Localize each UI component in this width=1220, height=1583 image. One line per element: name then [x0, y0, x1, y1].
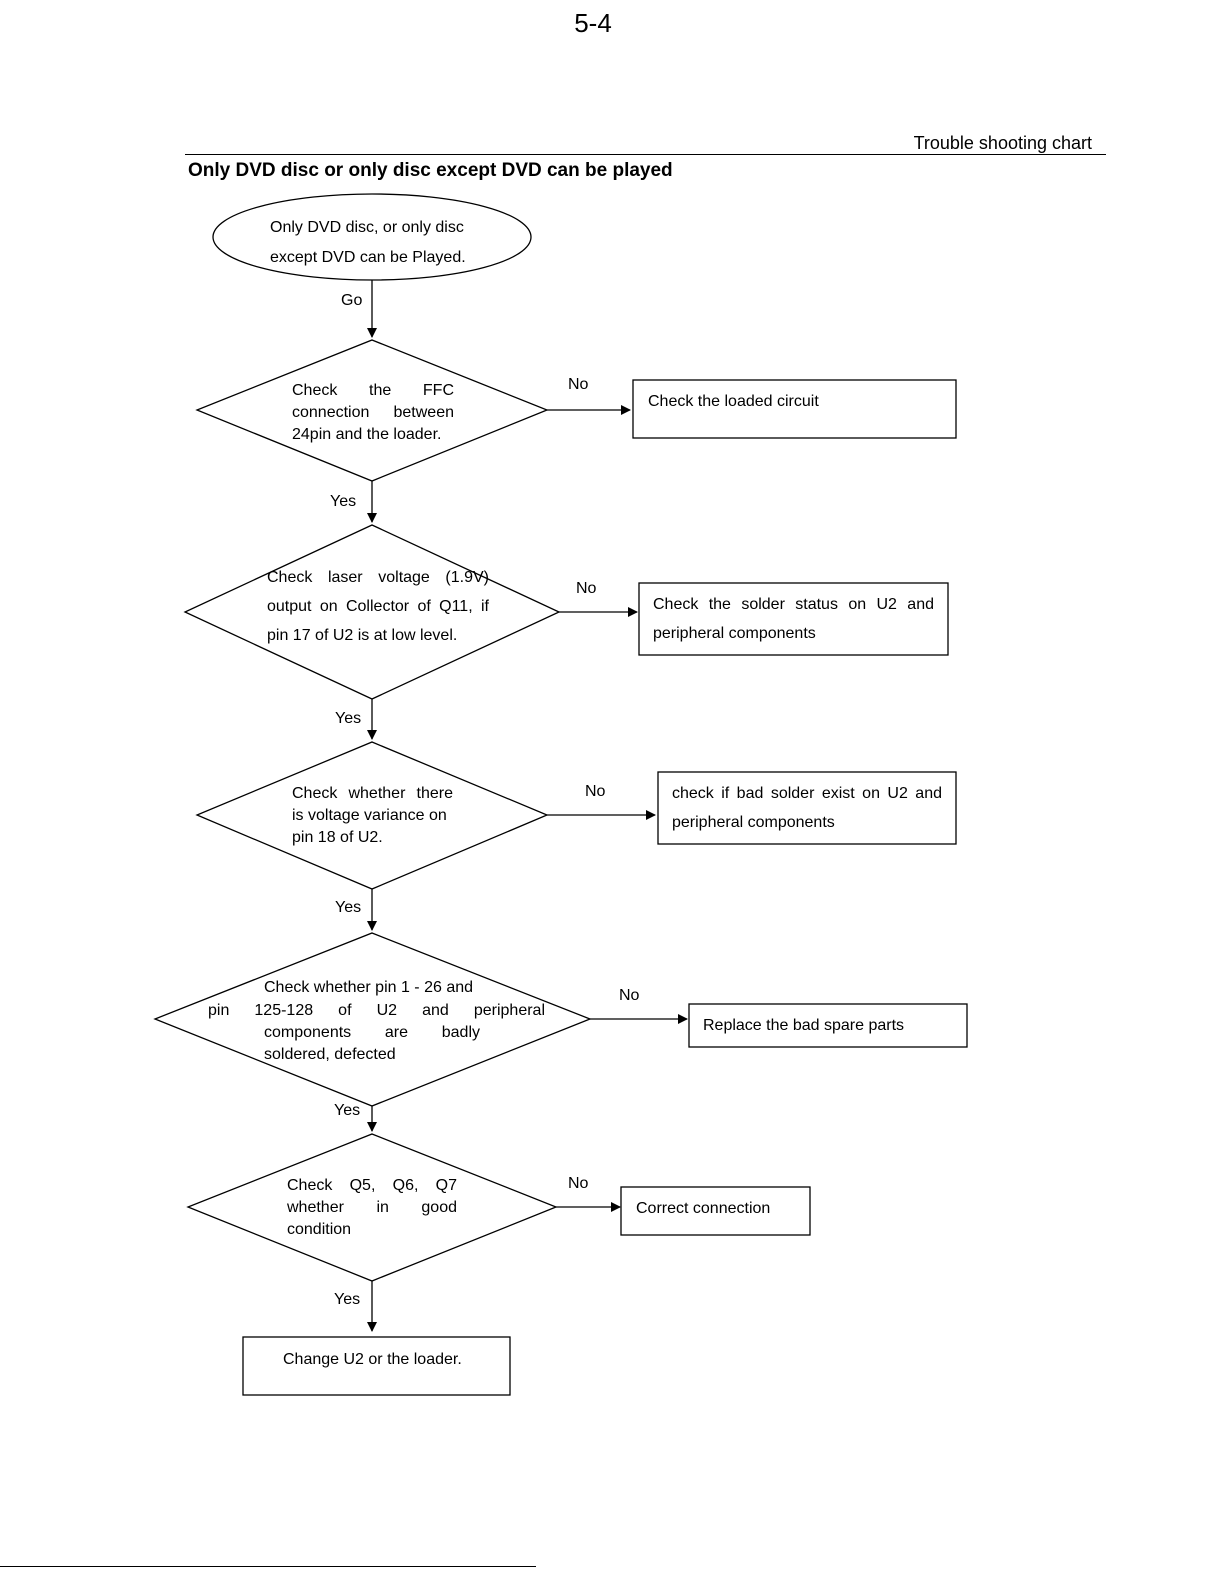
decision-line: whether in good — [287, 1199, 457, 1216]
decision-line: Check laser voltage (1.9V) — [267, 569, 489, 586]
action-2-text: Check the solder status on U2 and periph… — [653, 590, 934, 648]
decision-line: output on Collector of Q11, if — [267, 598, 489, 615]
decision-line: Check Q5, Q6, Q7 — [287, 1177, 457, 1194]
start-text: Only DVD disc, or only disc except DVD c… — [270, 213, 466, 273]
footer-rule — [0, 1566, 536, 1567]
yes-label: Yes — [334, 1291, 361, 1308]
yes-label: Yes — [330, 493, 357, 510]
decision-line: pin 17 of U2 is at low level. — [267, 627, 458, 644]
end-box — [242, 1336, 511, 1396]
action-5-text: Correct connection — [636, 1194, 770, 1223]
no-label: No — [585, 783, 606, 800]
no-label: No — [568, 376, 589, 393]
action-line: check if bad solder exist on U2 and — [672, 785, 942, 802]
decision-line: Check the FFC — [292, 382, 454, 399]
start-text-line: except DVD can be Played. — [270, 249, 466, 266]
no-label: No — [619, 987, 640, 1004]
decision-3-text: Check whether there is voltage variance … — [292, 783, 453, 849]
no-label: No — [568, 1175, 589, 1192]
action-1-box — [632, 379, 957, 439]
action-4-text: Replace the bad spare parts — [703, 1011, 904, 1040]
action-4-box — [688, 1003, 968, 1048]
decision-line: condition — [287, 1221, 352, 1238]
no-label: No — [576, 580, 597, 597]
decision-line: connection between — [292, 404, 454, 421]
decision-2-text: Check laser voltage (1.9V) output on Col… — [267, 563, 489, 650]
decision-4-text-line-1: Check whether pin 1 - 26 and — [264, 979, 474, 996]
action-line: peripheral components — [672, 814, 835, 831]
action-3-box — [657, 771, 957, 845]
yes-label: Yes — [335, 899, 362, 916]
action-3-text: check if bad solder exist on U2 and peri… — [672, 779, 942, 837]
decision-line: 24pin and the loader. — [292, 426, 442, 443]
decision-4-text-line-4: soldered, defected — [264, 1046, 396, 1063]
page-number: 5-4 — [574, 8, 612, 38]
section-label: Trouble shooting chart — [913, 133, 1092, 153]
decision-4-text-line-3: components are badly — [264, 1024, 480, 1041]
yes-label: Yes — [335, 710, 362, 727]
action-line: Check the solder status on U2 and — [653, 596, 934, 613]
action-line: Correct connection — [636, 1200, 771, 1217]
decision-1-text: Check the FFC connection between 24pin a… — [292, 380, 454, 446]
action-1-text: Check the loaded circuit — [648, 387, 819, 416]
decision-line: pin 18 of U2. — [292, 829, 383, 846]
action-5-box — [620, 1186, 811, 1236]
decision-4-text-line-2: pin 125-128 of U2 and peripheral — [208, 1002, 545, 1019]
go-label: Go — [341, 292, 363, 309]
yes-label: Yes — [334, 1102, 361, 1119]
decision-line: is voltage variance on — [292, 807, 447, 824]
start-text-line: Only DVD disc, or only disc — [270, 219, 464, 236]
page-title: Only DVD disc or only disc except DVD ca… — [188, 160, 673, 181]
action-2-box — [638, 582, 949, 656]
decision-5-text: Check Q5, Q6, Q7 whether in good conditi… — [287, 1175, 457, 1241]
action-line: Check the loaded circuit — [648, 393, 819, 410]
header-rule — [185, 154, 1106, 155]
decision-line: Check whether there — [292, 785, 453, 802]
end-text: Change U2 or the loader. — [283, 1351, 462, 1368]
action-line: Replace the bad spare parts — [703, 1017, 905, 1034]
action-line: peripheral components — [653, 625, 816, 642]
